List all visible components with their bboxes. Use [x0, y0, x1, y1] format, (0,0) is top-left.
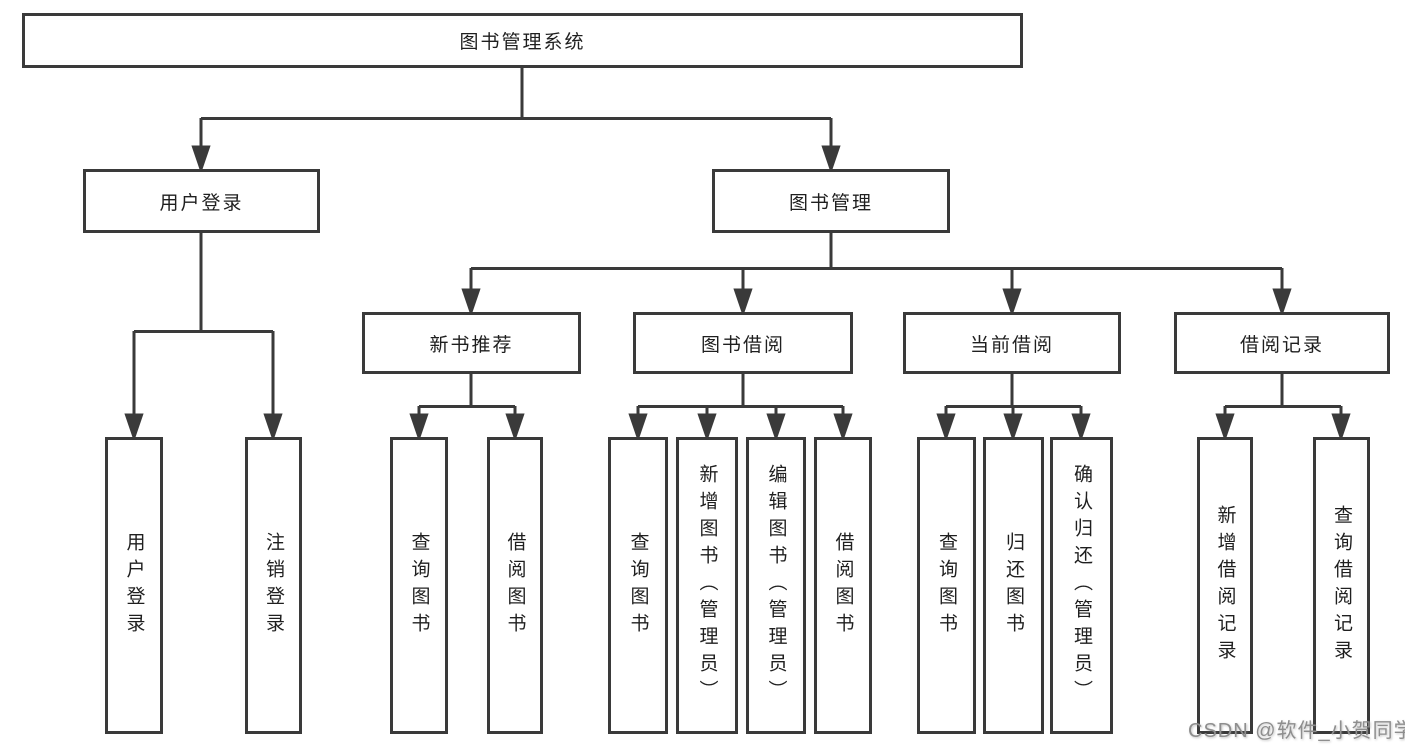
leaf-user-login: 用户登录 [105, 437, 163, 734]
leaf-confirm-return-admin: 确认归还（管理员） [1050, 437, 1113, 734]
node-book-borrow: 图书借阅 [633, 312, 853, 374]
node-current-borrow: 当前借阅 [903, 312, 1121, 374]
node-user-login: 用户登录 [83, 169, 320, 233]
leaf-query-books-current: 查询图书 [917, 437, 976, 734]
node-new-book-recommend: 新书推荐 [362, 312, 581, 374]
connector-group [124, 68, 1351, 442]
leaf-borrow-books-recommend: 借阅图书 [487, 437, 543, 734]
leaf-query-borrow-record: 查询借阅记录 [1313, 437, 1370, 734]
leaf-query-books-recommend: 查询图书 [390, 437, 448, 734]
leaf-add-book-admin: 新增图书（管理员） [676, 437, 738, 734]
leaf-logout: 注销登录 [245, 437, 302, 734]
leaf-return-books: 归还图书 [983, 437, 1044, 734]
leaf-query-books-borrow: 查询图书 [608, 437, 668, 734]
leaf-add-borrow-record: 新增借阅记录 [1197, 437, 1253, 734]
node-book-management: 图书管理 [712, 169, 950, 233]
node-library-management-system: 图书管理系统 [22, 13, 1023, 68]
node-borrow-records: 借阅记录 [1174, 312, 1390, 374]
leaf-borrow-books: 借阅图书 [814, 437, 872, 734]
csdn-watermark: CSDN @软件_小贺同学 [1188, 720, 1405, 742]
leaf-edit-book-admin: 编辑图书（管理员） [746, 437, 806, 734]
